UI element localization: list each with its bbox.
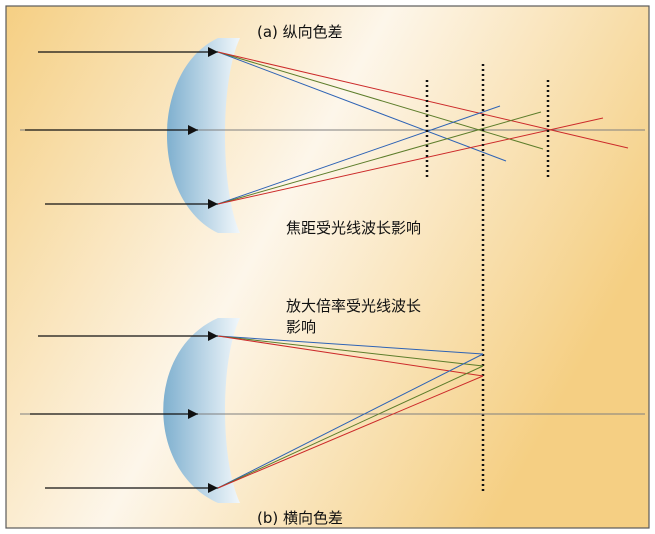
ray-red-b-top bbox=[217, 335, 484, 377]
arrowhead-icon bbox=[208, 199, 218, 209]
ray-blue-b-top bbox=[217, 335, 484, 355]
ray-red-b-bottom bbox=[217, 375, 484, 489]
ray-blue-a-top bbox=[217, 51, 507, 162]
ray-blue-a-bottom bbox=[217, 105, 501, 205]
ray-green-a-bottom bbox=[217, 111, 542, 205]
section-b bbox=[20, 318, 645, 503]
lens-b bbox=[163, 318, 240, 503]
arrowhead-icon bbox=[208, 483, 218, 493]
ray-blue-b-bottom bbox=[217, 353, 484, 489]
focal-length-caption: 焦距受光线波长影响 bbox=[286, 219, 422, 237]
title-longitudinal: (a) 纵向色差 bbox=[257, 23, 343, 41]
ray-green-b-top bbox=[217, 335, 484, 367]
magnification-caption-line2: 影响 bbox=[286, 318, 317, 336]
section-a bbox=[20, 38, 645, 233]
ray-red-a-bottom bbox=[217, 117, 604, 205]
arrowhead-icon bbox=[208, 47, 218, 57]
arrowhead-icon bbox=[208, 331, 218, 341]
ray-red-a-top bbox=[217, 51, 629, 149]
magnification-caption-line1: 放大倍率受光线波长 bbox=[286, 297, 422, 315]
title-lateral: (b) 横向色差 bbox=[257, 509, 343, 527]
ray-green-b-bottom bbox=[217, 365, 484, 489]
lens-a bbox=[167, 38, 240, 233]
arrowhead-icon bbox=[188, 409, 198, 419]
ray-green-a-top bbox=[217, 51, 544, 150]
arrowhead-icon bbox=[188, 125, 198, 135]
